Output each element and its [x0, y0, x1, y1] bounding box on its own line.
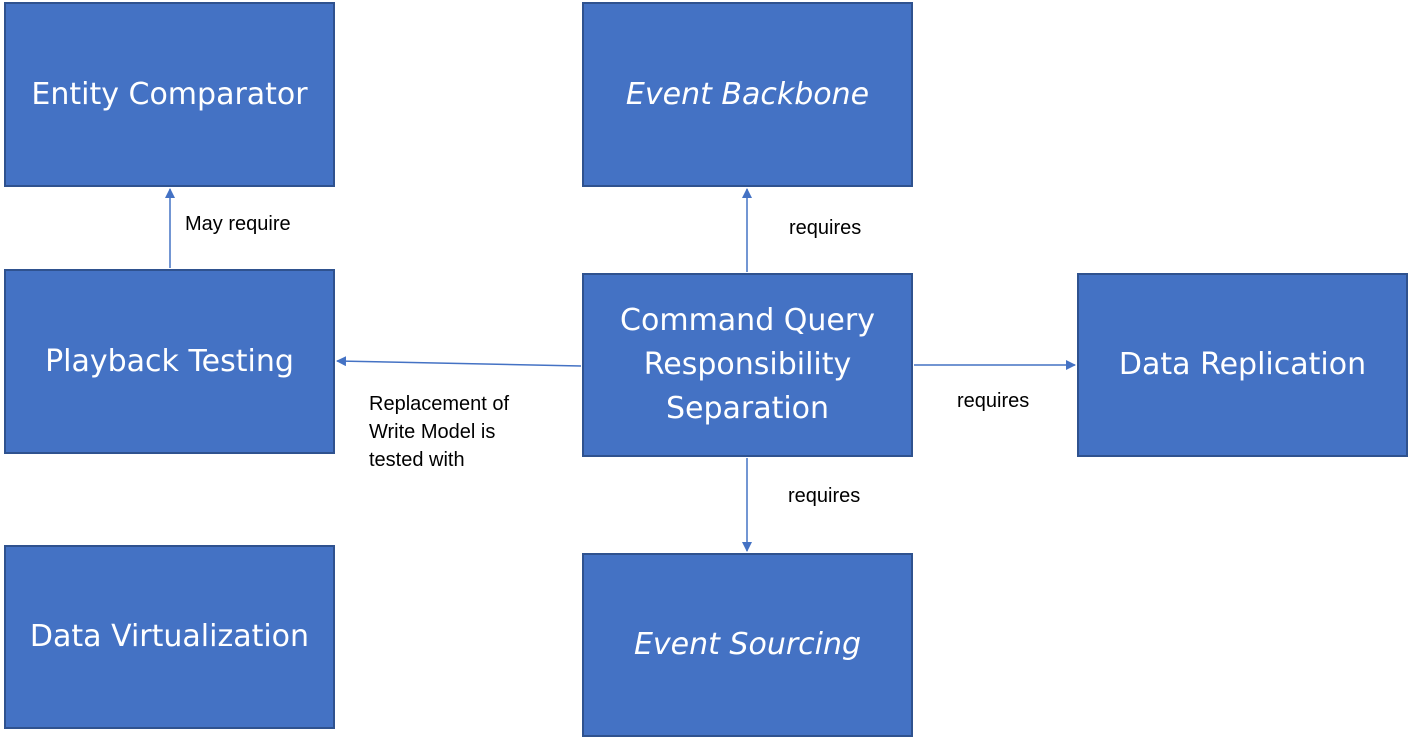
cqrs-label-line-3: Separation [665, 391, 830, 426]
data-replication-box: Data Replication [1077, 273, 1408, 457]
edge-label-replacement-line-3: tested with [369, 449, 465, 471]
cqrs-box: Command Query Responsibility Separation [582, 273, 913, 457]
data-replication-label: Data Replication [1118, 347, 1367, 382]
playback-testing-label: Playback Testing [45, 343, 294, 379]
cqrs-label-line-2: Responsibility [643, 347, 852, 382]
cqrs-label-line-1: Command Query [620, 303, 875, 338]
edge-label-replacement-line-1: Replacement of [369, 393, 510, 415]
edge-label-replacement: Replacement of Write Model is tested wit… [369, 390, 544, 474]
edge-label-requires-backbone: requires [789, 217, 862, 239]
event-sourcing-box: Event Sourcing [582, 553, 913, 737]
event-backbone-box: Event Backbone [582, 2, 913, 187]
event-backbone-label: Event Backbone [625, 76, 870, 112]
edge-label-may-require: May require [185, 213, 291, 235]
edge-label-requires-sourcing: requires [788, 485, 861, 507]
playback-testing-box: Playback Testing [4, 269, 335, 454]
arrow-cqrs-to-playback [336, 356, 582, 367]
data-virtualization-label: Data Virtualization [29, 619, 310, 654]
entity-comparator-label: Entity Comparator [31, 76, 308, 112]
event-sourcing-label: Event Sourcing [633, 627, 862, 662]
data-virtualization-box: Data Virtualization [4, 545, 335, 729]
edge-label-requires-replication: requires [957, 390, 1030, 412]
edge-label-replacement-line-2: Write Model is [369, 421, 496, 443]
entity-comparator-box: Entity Comparator [4, 2, 335, 187]
cqrs-label: Command Query Responsibility Separation [620, 299, 875, 431]
